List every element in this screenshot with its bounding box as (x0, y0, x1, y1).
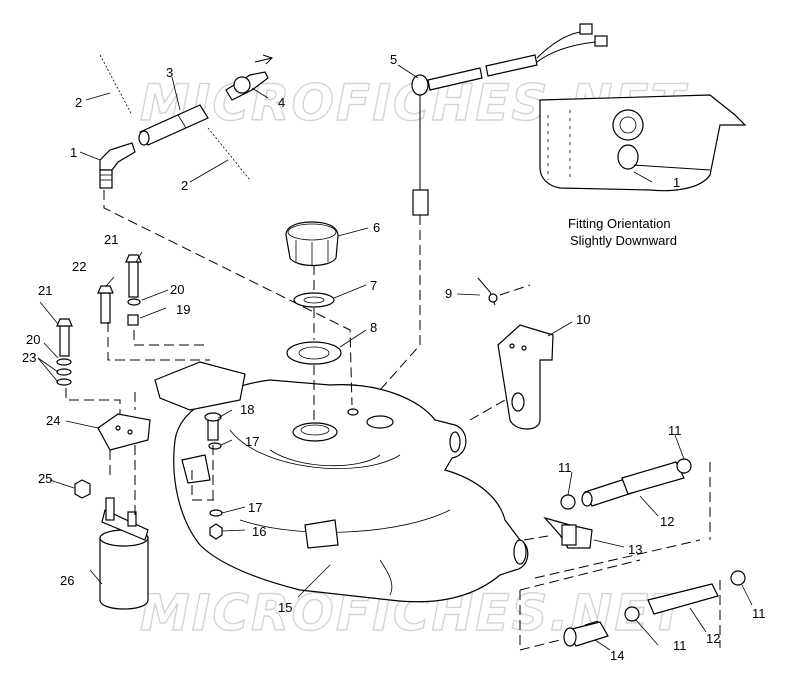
callout-20-b: 20 (26, 332, 40, 347)
callout-1: 1 (70, 145, 77, 160)
callout-21-b: 21 (38, 283, 52, 298)
callout-18: 18 (240, 402, 254, 417)
leader-lines (37, 64, 753, 651)
hose-right-upper (560, 458, 692, 510)
fuel-sender (411, 23, 608, 216)
callout-10: 10 (576, 312, 590, 327)
callout-19: 19 (176, 302, 190, 317)
clamp-middle (207, 127, 251, 181)
tank-hardware (56, 254, 246, 540)
callout-12-a: 12 (660, 514, 674, 529)
fitting-elbow (99, 142, 136, 189)
assembly-lines (65, 190, 721, 651)
callout-11-d: 11 (752, 606, 766, 621)
callout-11-a: 11 (558, 460, 572, 475)
fuel-tank (173, 379, 529, 603)
callout-8: 8 (370, 320, 377, 335)
callout-26: 26 (60, 573, 74, 588)
callout-22: 22 (72, 259, 86, 274)
inset-fitting-orientation: Fitting Orientation Slightly Downward (539, 94, 747, 248)
callout-20-a: 20 (170, 282, 184, 297)
inset-note-line2: Slightly Downward (570, 233, 677, 248)
callout-5: 5 (390, 52, 397, 67)
callout-2-mid: 2 (181, 178, 188, 193)
callout-23: 23 (22, 350, 36, 365)
callout-3: 3 (166, 65, 173, 80)
canister (99, 497, 149, 610)
inset-note-line1: Fitting Orientation (568, 216, 671, 231)
shutoff-valve (225, 54, 273, 101)
callout-17-a: 17 (245, 434, 259, 449)
callout-4: 4 (278, 95, 285, 110)
callout-25: 25 (38, 471, 52, 486)
callout-11-b: 11 (668, 423, 682, 438)
cap-gasket (293, 292, 335, 308)
callout-15: 15 (278, 600, 292, 615)
fuel-cap (285, 221, 339, 267)
callout-9: 9 (445, 286, 452, 301)
callout-17-b: 17 (248, 500, 262, 515)
callout-12-b: 12 (706, 631, 720, 646)
callout-labels: 1 1 2 2 3 4 5 6 7 8 9 10 11 11 11 11 12 … (22, 52, 766, 663)
callout-21-a: 21 (104, 232, 118, 247)
clamp-top-left (99, 54, 133, 116)
inline-filter (563, 620, 609, 647)
vent-line (477, 277, 498, 306)
callout-14: 14 (610, 648, 624, 663)
callout-13: 13 (628, 542, 642, 557)
mount-bracket (497, 324, 554, 430)
callout-11-c: 11 (673, 638, 687, 653)
fuel-hose (138, 104, 209, 146)
callout-7: 7 (370, 278, 377, 293)
filler-gasket (286, 341, 342, 365)
callout-6: 6 (373, 220, 380, 235)
callout-1-inset: 1 (673, 175, 680, 190)
elbow-fitting-right (543, 516, 593, 549)
hose-right-lower (624, 570, 746, 622)
callout-2-top: 2 (75, 95, 82, 110)
callout-16: 16 (252, 524, 266, 539)
callout-24: 24 (46, 413, 60, 428)
